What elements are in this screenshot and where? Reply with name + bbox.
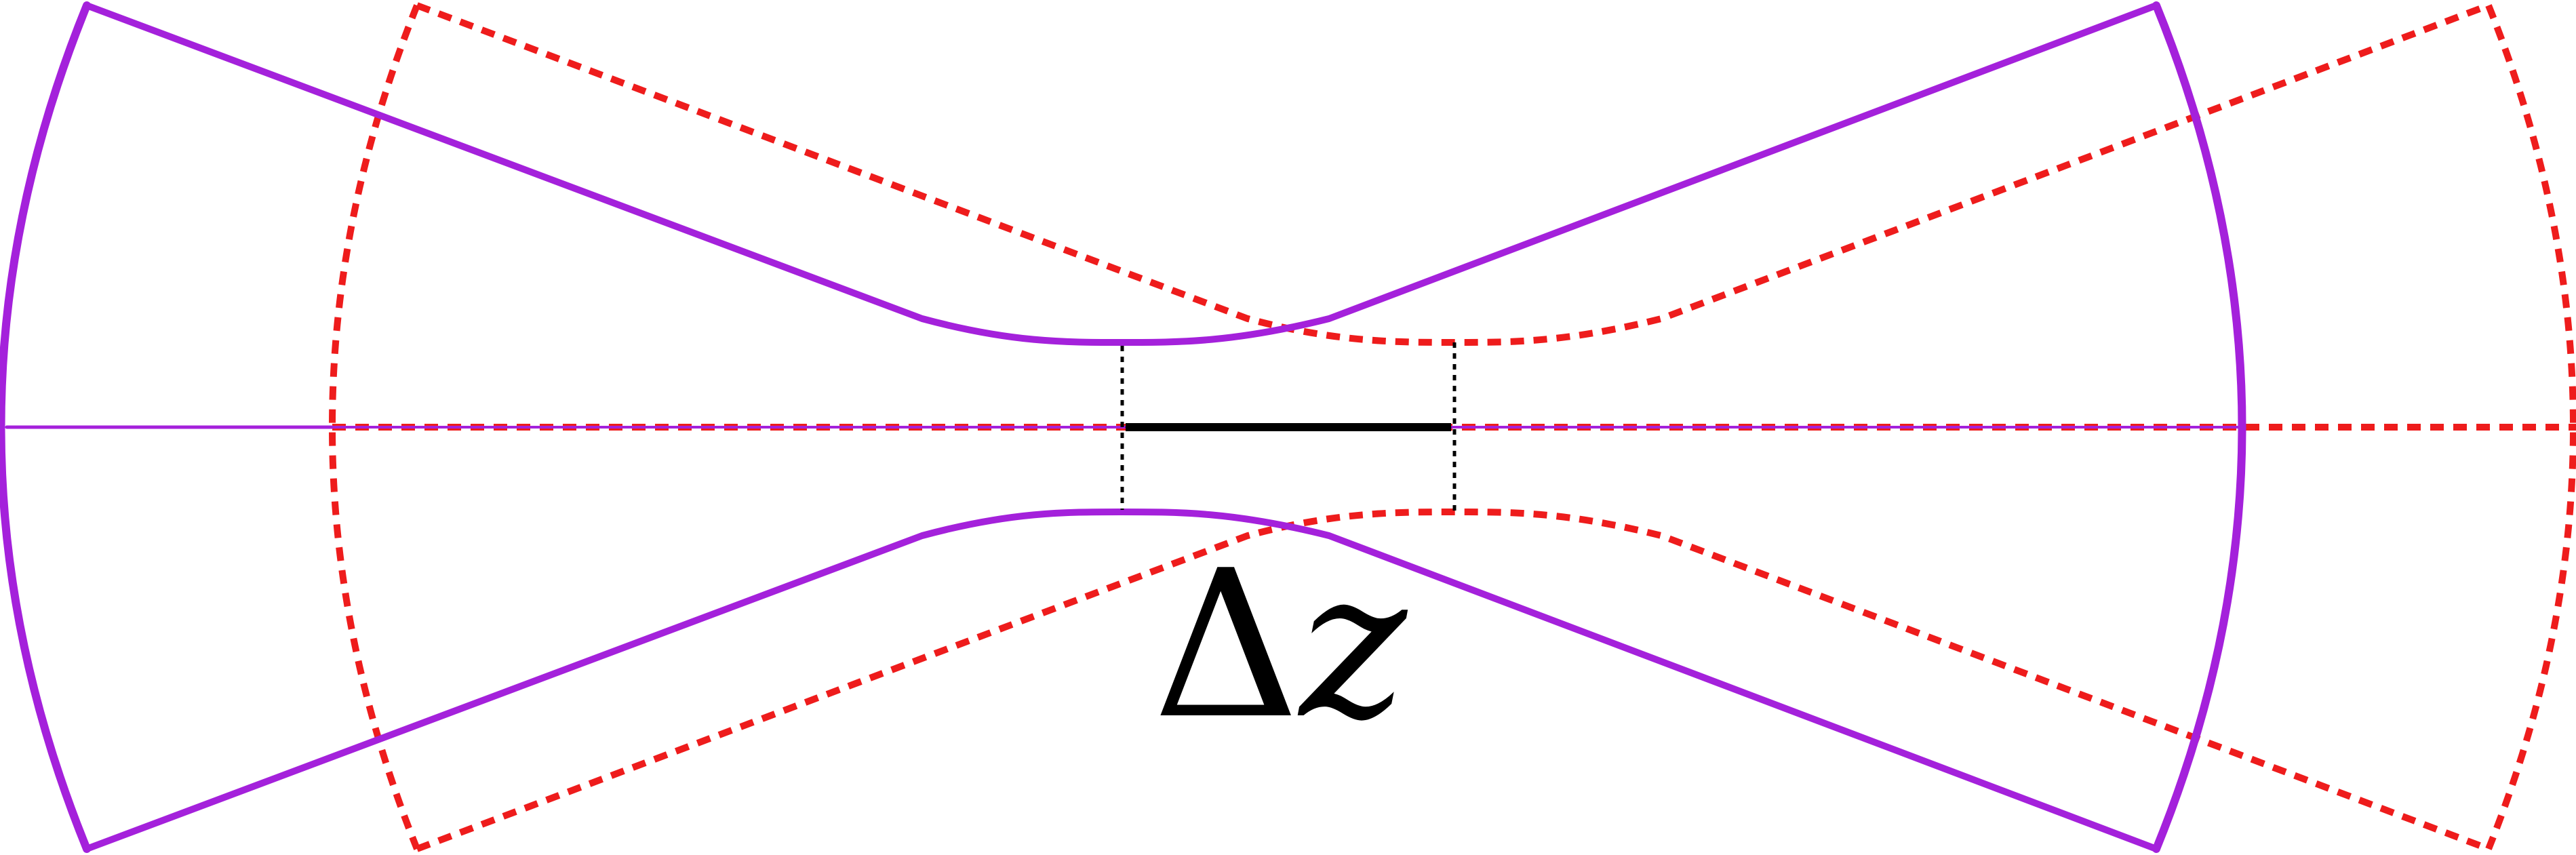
reference-beam-left-wavefront: [0, 1, 91, 853]
reference-beam-lower-envelope: [83, 509, 2160, 852]
reference-beam-upper-envelope: [83, 2, 2160, 346]
reference-beam-right-wavefront: [2152, 1, 2246, 853]
delta-symbol: Δ: [1153, 527, 1300, 763]
shifted-beam-lower-envelope: [416, 509, 2490, 852]
z-symbol: z: [1296, 527, 1411, 763]
delta-z-label: Δz: [1153, 527, 1411, 763]
waist-markers: [1120, 342, 1457, 512]
